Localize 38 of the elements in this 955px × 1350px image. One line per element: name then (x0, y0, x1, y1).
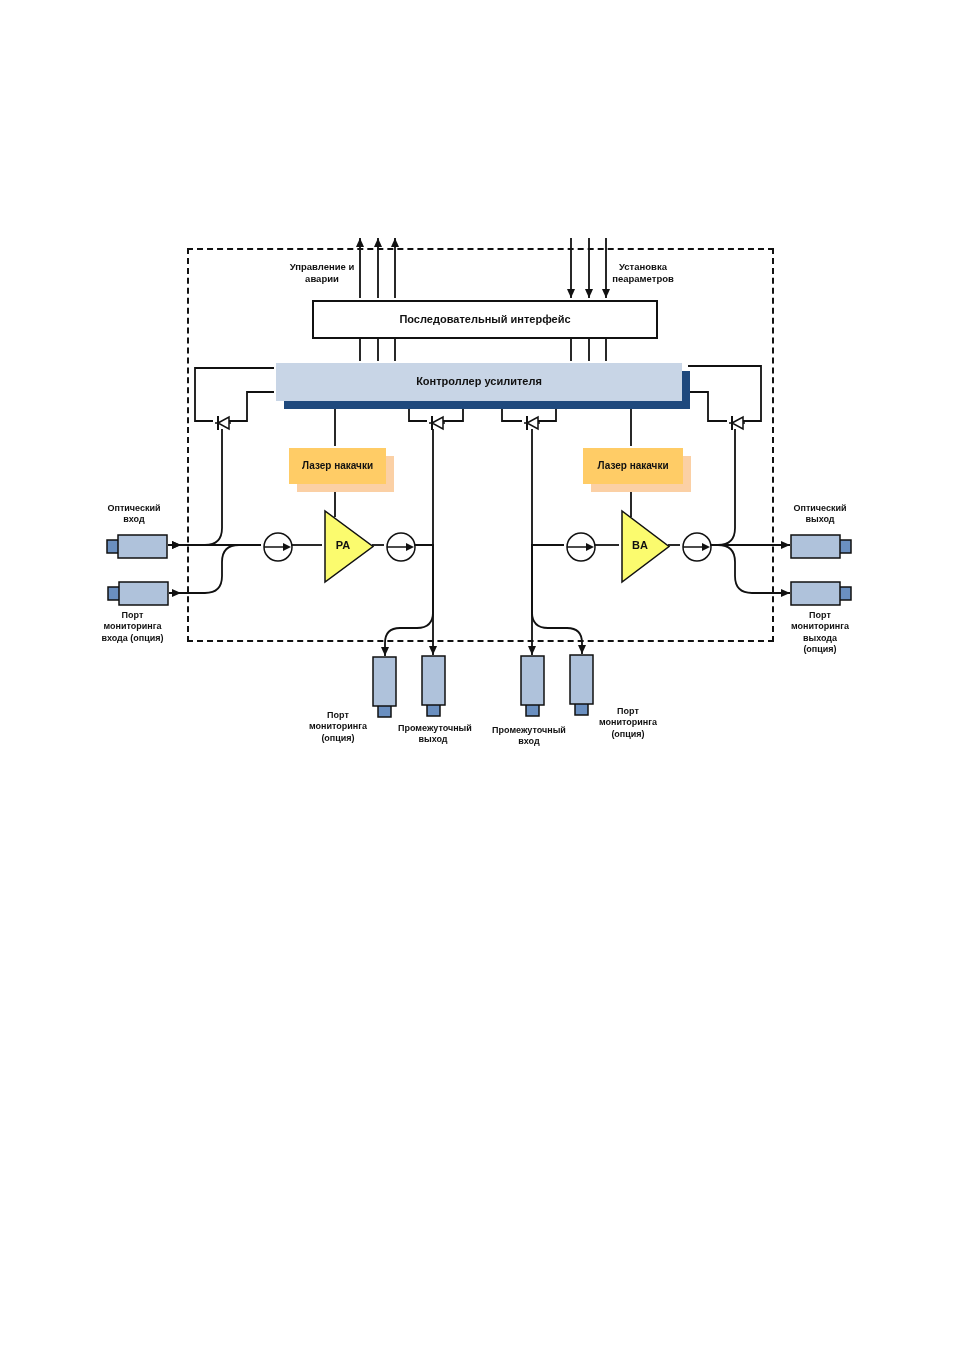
arrow (381, 544, 434, 657)
photodiode-symbol (524, 415, 540, 431)
port-label: Оптический выход (792, 503, 848, 526)
port-label: Порт мониторинга (опция) (308, 710, 368, 744)
isolator-symbol (386, 532, 416, 562)
isolator-symbol (263, 532, 293, 562)
arrow (391, 237, 399, 299)
photodiode-symbol (215, 415, 231, 431)
isolator-symbol (682, 532, 712, 562)
optical-port (492, 655, 566, 745)
isolator-symbol (566, 532, 596, 562)
interface-box: Последовательный интерфейс (312, 300, 658, 339)
port-label: Промежуточный вход (492, 725, 566, 748)
port-label: Оптический вход (106, 503, 162, 526)
port-label: Порт мониторинга выхода (опция) (790, 610, 850, 655)
amplifier-triangle: PA (324, 510, 374, 583)
arrow (567, 237, 575, 299)
photodiode-symbol (729, 415, 745, 431)
port-label: Порт мониторинга (опция) (598, 706, 658, 740)
connector-line (194, 367, 275, 422)
port-label: Порт мониторинга входа (опция) (100, 610, 165, 644)
arrow (356, 237, 364, 299)
signal-label: Установка пеараметров (611, 261, 675, 285)
arrow (602, 237, 610, 299)
connector-line (371, 544, 385, 546)
connector-line (667, 544, 681, 546)
connector-line (687, 365, 762, 422)
arrow (374, 237, 382, 299)
signal-label: Управление и аварии (288, 261, 356, 285)
arrow (585, 237, 593, 299)
arrow (167, 428, 223, 549)
arrow (168, 544, 262, 597)
photodiode-symbol (429, 415, 445, 431)
optical-port (569, 654, 659, 740)
amplifier-triangle: BA (621, 510, 670, 583)
connector-line (228, 391, 275, 422)
arrow (531, 544, 586, 655)
module-boundary (187, 248, 774, 642)
